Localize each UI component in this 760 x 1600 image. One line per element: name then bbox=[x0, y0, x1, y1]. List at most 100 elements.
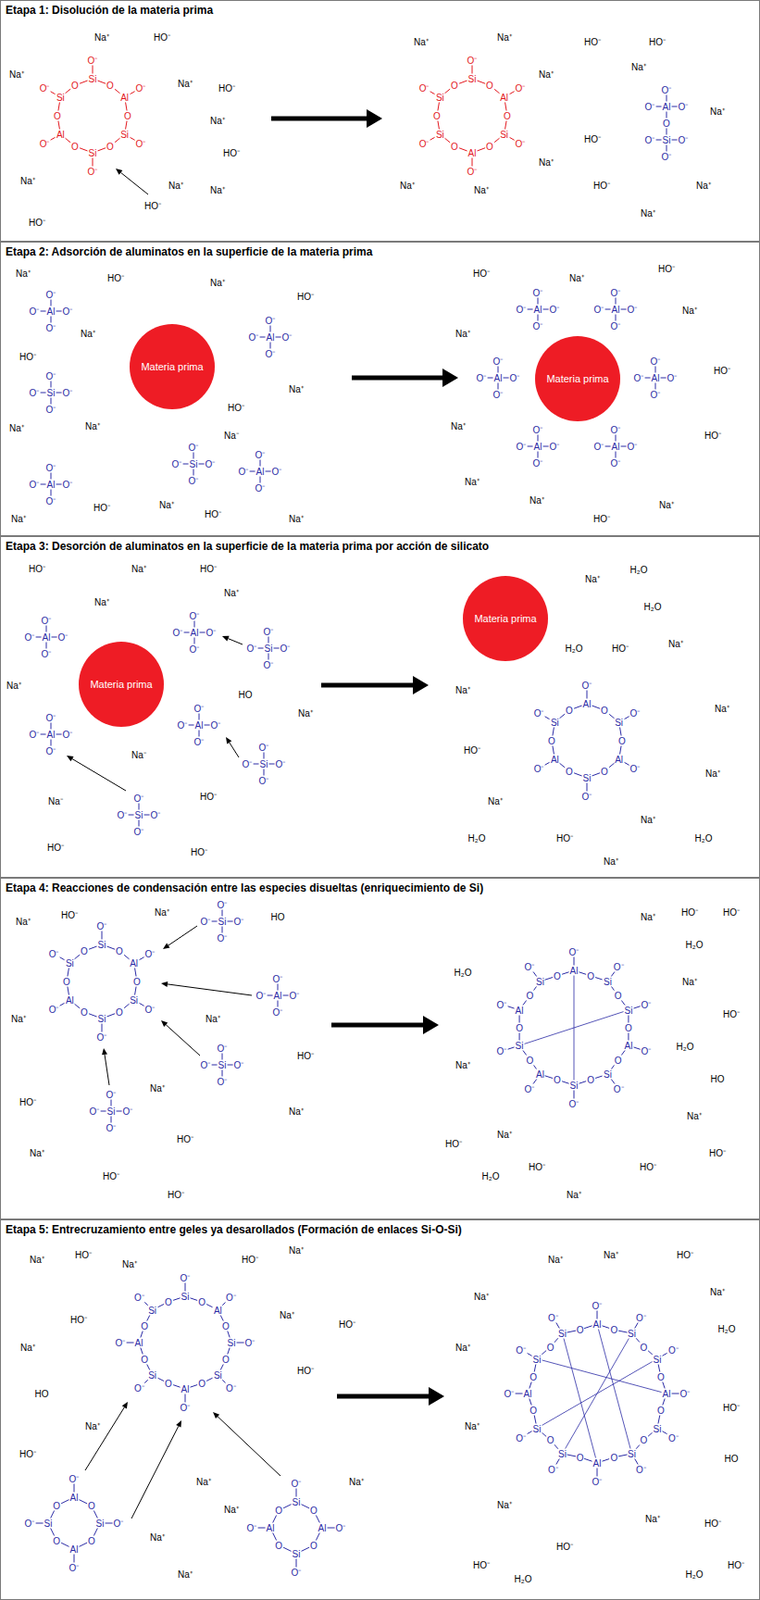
reaction-arrow-head bbox=[423, 1015, 439, 1035]
atom-label: O bbox=[502, 111, 512, 122]
atom-label: O⁻ bbox=[45, 462, 58, 474]
atom-label: O bbox=[449, 80, 460, 91]
atom-label: O⁻ bbox=[262, 626, 275, 637]
atom-label: O⁻ bbox=[244, 1337, 257, 1348]
atom-label: O bbox=[51, 1534, 62, 1545]
atom-label: Al bbox=[119, 92, 130, 103]
atom-label: Si bbox=[259, 759, 270, 770]
ion-label: Na⁺ bbox=[496, 1499, 513, 1510]
atom-label: Si bbox=[46, 387, 57, 399]
atom-label: O⁻ bbox=[635, 1311, 648, 1322]
atom-label: O⁻ bbox=[114, 1337, 127, 1348]
attack-arrow bbox=[120, 172, 149, 195]
atom-label: O⁻ bbox=[288, 990, 301, 1001]
atom-label: Al bbox=[212, 1304, 224, 1315]
atom-label: O bbox=[524, 1054, 535, 1065]
atom-label: O⁻ bbox=[677, 135, 690, 146]
atom-label: Si bbox=[626, 1328, 637, 1339]
atom-label: O bbox=[87, 1500, 97, 1511]
ion-label: Na⁺ bbox=[28, 1254, 46, 1265]
stage-title: Etapa 3: Desorción de aluminatos en la s… bbox=[5, 539, 489, 553]
atom-label: Si bbox=[291, 1496, 302, 1508]
atom-label: O bbox=[309, 1505, 319, 1516]
atom-label: O⁻ bbox=[612, 1083, 625, 1095]
ion-label: Na⁺ bbox=[79, 328, 97, 339]
ion-label: Na⁺ bbox=[287, 513, 305, 524]
bond-line bbox=[536, 1358, 667, 1395]
atom-label: O bbox=[575, 1451, 586, 1462]
ion-label: HO⁻ bbox=[583, 134, 602, 145]
atom-label: O⁻ bbox=[593, 441, 606, 452]
atom-label: O⁻ bbox=[45, 289, 58, 300]
ion-label: Na⁺ bbox=[486, 796, 504, 807]
atom-label: Al bbox=[493, 373, 504, 384]
ion-label: H₂O bbox=[643, 601, 663, 612]
atom-label: Si bbox=[188, 459, 200, 470]
stage-title: Etapa 2: Adsorción de aluminatos en la s… bbox=[5, 245, 373, 259]
ion-label: HO bbox=[237, 689, 254, 700]
atom-label: O bbox=[575, 1324, 586, 1335]
attack-arrow bbox=[85, 1407, 125, 1471]
ion-label: HO bbox=[710, 1073, 726, 1084]
atom-label: Si bbox=[263, 643, 275, 654]
ion-label: Na⁺ bbox=[14, 916, 32, 927]
atom-label: O⁻ bbox=[635, 1464, 648, 1475]
atom-label: O⁻ bbox=[48, 948, 61, 960]
ion-label: Na⁺ bbox=[639, 208, 657, 219]
atom-label: O⁻ bbox=[187, 442, 200, 453]
atom-label: O⁻ bbox=[254, 449, 267, 461]
raw-material-circle: Materia prima bbox=[462, 575, 549, 661]
attack-arrow-head bbox=[212, 1411, 220, 1419]
atom-label: O⁻ bbox=[133, 1382, 146, 1394]
atom-label: Al bbox=[535, 1069, 546, 1080]
atom-label: Al bbox=[41, 632, 52, 643]
ion-label: HO⁻ bbox=[199, 563, 218, 574]
atom-label: O bbox=[485, 140, 495, 151]
ion-label: Na⁺ bbox=[630, 62, 648, 73]
atom-label: Si bbox=[602, 1069, 613, 1080]
atom-label: O bbox=[197, 1377, 207, 1388]
atom-label: O⁻ bbox=[179, 1402, 192, 1413]
ion-label: Na⁺ bbox=[565, 1189, 583, 1200]
atom-label: O bbox=[610, 1324, 620, 1335]
atom-label: O⁻ bbox=[640, 1046, 653, 1057]
atom-label: Si bbox=[106, 1106, 117, 1117]
atom-label: Si bbox=[97, 1013, 108, 1024]
atom-label: O⁻ bbox=[649, 356, 662, 367]
atom-label: O⁻ bbox=[418, 138, 431, 150]
ion-label: Na⁺ bbox=[5, 680, 23, 691]
atom-label: O bbox=[613, 1054, 623, 1065]
ion-label: HO⁻ bbox=[27, 563, 47, 574]
ion-label: Na⁺ bbox=[449, 421, 467, 432]
atom-label: Al bbox=[69, 1492, 80, 1503]
atom-label: O bbox=[197, 1296, 207, 1308]
ion-label: Na⁺ bbox=[704, 768, 722, 779]
ion-label: Na⁺ bbox=[644, 1513, 661, 1524]
attack-arrow-head bbox=[66, 755, 75, 761]
atom-label: O bbox=[105, 140, 115, 151]
atom-label: O⁻ bbox=[105, 1122, 118, 1134]
atom-label: O⁻ bbox=[133, 1291, 146, 1302]
atom-label: O⁻ bbox=[626, 304, 639, 315]
atom-label: O bbox=[585, 1074, 596, 1085]
ion-label: HO⁻ bbox=[722, 907, 741, 918]
atom-label: O⁻ bbox=[246, 1522, 259, 1533]
reaction-arrow bbox=[321, 683, 413, 688]
atom-label: O⁻ bbox=[62, 306, 75, 317]
ion-label: HO⁻ bbox=[296, 1365, 315, 1376]
atom-label: O⁻ bbox=[629, 708, 642, 719]
atom-label: Al bbox=[610, 304, 622, 315]
ion-label: Na⁻ bbox=[223, 430, 240, 441]
bond-line bbox=[519, 1009, 629, 1046]
atom-label: Si bbox=[549, 717, 561, 728]
atom-label: O⁻ bbox=[503, 1388, 516, 1399]
atom-label: O⁻ bbox=[677, 101, 690, 113]
atom-label: O bbox=[221, 1354, 231, 1365]
ion-label: HO⁻ bbox=[555, 1541, 574, 1552]
atom-label: O⁻ bbox=[629, 763, 642, 774]
ion-label: HO⁻ bbox=[555, 833, 574, 844]
atom-label: O⁻ bbox=[45, 404, 58, 415]
ion-label: H₂O bbox=[467, 833, 487, 844]
atom-label: O bbox=[514, 1022, 524, 1034]
atom-label: O bbox=[51, 1500, 62, 1511]
